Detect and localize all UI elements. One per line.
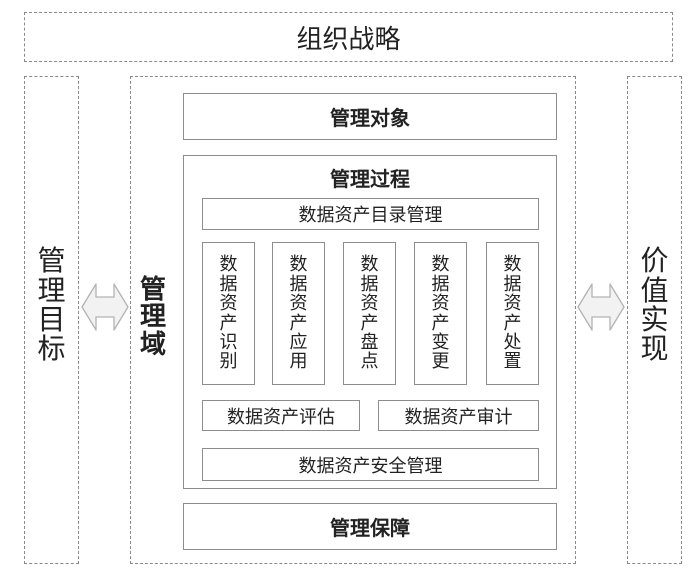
catalog-management-box: 数据资产目录管理 (202, 198, 539, 230)
column-char: 产 (360, 312, 379, 334)
asset-apply-box: 数 据 资 产 应 用 (272, 242, 325, 385)
asset-apply-label: 数 据 资 产 应 用 (290, 255, 308, 372)
column-char: 置 (503, 351, 522, 373)
asset-inventory-label: 数 据 资 产 盘 点 (361, 255, 379, 372)
value-char: 现 (640, 332, 669, 366)
column-char: 数 (431, 254, 450, 276)
column-char: 数 (503, 254, 522, 276)
column-char: 更 (431, 351, 450, 373)
asset-identify-box: 数 据 资 产 识 别 (202, 242, 255, 385)
value-char: 值 (640, 273, 669, 307)
column-char: 识 (219, 331, 238, 353)
column-char: 据 (360, 273, 379, 295)
column-char: 据 (219, 273, 238, 295)
domain-char: 管 (139, 275, 166, 306)
column-char: 产 (503, 312, 522, 334)
goal-label: 管 理 目 标 (24, 220, 79, 390)
column-char: 数 (289, 254, 308, 276)
asset-change-label: 数 据 资 产 变 更 (432, 255, 450, 372)
security-management-box: 数据资产安全管理 (202, 448, 539, 481)
security-management-label: 数据资产安全管理 (298, 455, 443, 477)
asset-audit-label: 数据资产审计 (404, 406, 513, 428)
column-char: 产 (289, 312, 308, 334)
column-char: 资 (503, 293, 522, 315)
value-label: 价 值 实 现 (627, 220, 682, 390)
domain-char: 理 (139, 302, 166, 333)
asset-evaluation-box: 数据资产评估 (202, 400, 360, 431)
management-guarantee-label: 管理保障 (330, 516, 410, 540)
management-object-box: 管理对象 (183, 93, 557, 140)
column-char: 盘 (360, 331, 379, 353)
goal-frame (24, 76, 79, 564)
strategy-label: 组织战略 (296, 24, 401, 55)
management-object-label: 管理对象 (330, 106, 410, 130)
goal-char: 理 (37, 273, 66, 307)
double-arrow-icon (577, 283, 625, 331)
column-char: 资 (289, 293, 308, 315)
goal-char: 管 (37, 244, 66, 278)
domain-char: 域 (139, 329, 166, 360)
asset-audit-box: 数据资产审计 (378, 400, 539, 431)
value-char: 实 (640, 303, 669, 336)
asset-change-box: 数 据 资 产 变 更 (414, 242, 467, 385)
goal-char: 目 (37, 303, 66, 336)
column-char: 产 (219, 312, 238, 334)
column-char: 据 (431, 273, 450, 295)
column-char: 资 (360, 293, 379, 315)
asset-identify-label: 数 据 资 产 识 别 (220, 255, 238, 372)
double-arrow-icon (81, 283, 129, 331)
column-char: 据 (503, 273, 522, 295)
value-frame (627, 76, 682, 564)
asset-disposal-box: 数 据 资 产 处 置 (486, 242, 539, 385)
column-char: 资 (431, 293, 450, 315)
column-char: 资 (219, 293, 238, 315)
column-char: 数 (360, 254, 379, 276)
column-char: 处 (503, 331, 522, 353)
value-char: 价 (640, 244, 669, 278)
column-char: 别 (219, 351, 238, 373)
column-char: 变 (431, 331, 450, 353)
asset-evaluation-label: 数据资产评估 (227, 406, 335, 428)
column-char: 据 (289, 273, 308, 295)
column-char: 产 (431, 312, 450, 334)
column-char: 数 (219, 254, 238, 276)
management-process-title: 管理过程 (330, 167, 410, 191)
asset-inventory-box: 数 据 资 产 盘 点 (343, 242, 396, 385)
column-char: 应 (289, 331, 308, 353)
column-char: 点 (360, 351, 379, 373)
column-char: 用 (289, 351, 308, 373)
management-guarantee-box: 管理保障 (183, 503, 557, 550)
goal-char: 标 (37, 332, 66, 366)
asset-disposal-label: 数 据 资 产 处 置 (504, 255, 522, 372)
domain-label: 管 理 域 (133, 268, 173, 368)
catalog-management-label: 数据资产目录管理 (298, 205, 443, 226)
strategy-frame: 组织战略 (24, 12, 673, 62)
